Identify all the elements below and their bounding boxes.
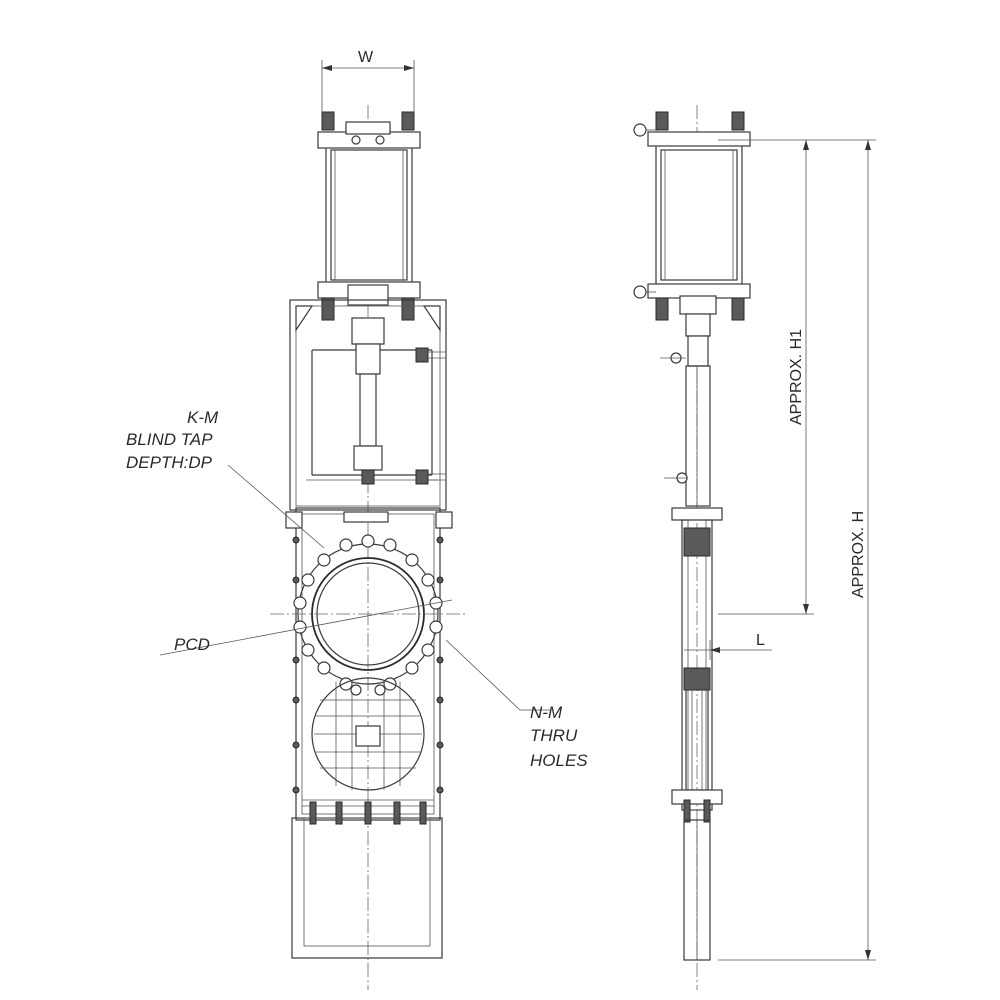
width-label: W bbox=[358, 49, 374, 66]
bottom-bolts bbox=[302, 799, 434, 825]
blind-tap-leader bbox=[227, 464, 325, 549]
blind-tap-annotation: K-M BLIND TAP DEPTH:DP bbox=[126, 408, 219, 472]
side-cylinder bbox=[633, 111, 751, 321]
thru-holes-annotation: N-M THRU HOLES bbox=[530, 703, 588, 770]
thru-holes-line-1: N-M bbox=[530, 703, 563, 722]
side-stem bbox=[660, 313, 711, 507]
gate-grid bbox=[314, 680, 422, 790]
side-bolts bbox=[292, 536, 444, 794]
flange-bolt-holes bbox=[293, 534, 443, 691]
side-valve-body bbox=[671, 507, 723, 823]
side-view: L APPROX. H1 APPROX. H bbox=[633, 105, 876, 990]
pcd-label: PCD bbox=[174, 635, 210, 654]
front-valve-body bbox=[270, 507, 466, 825]
h-label: APPROX. H bbox=[850, 511, 867, 598]
blind-tap-line-3: DEPTH:DP bbox=[126, 453, 213, 472]
blind-tap-line-2: BLIND TAP bbox=[126, 430, 213, 449]
front-gate-extension bbox=[291, 817, 443, 959]
thru-holes-line-2: THRU bbox=[530, 726, 578, 745]
front-cylinder bbox=[317, 111, 421, 321]
thru-holes-leader bbox=[445, 639, 550, 711]
front-view: W bbox=[126, 49, 588, 990]
front-stem bbox=[351, 317, 446, 485]
length-dimension: L bbox=[684, 632, 772, 660]
blind-tap-line-1: K-M bbox=[187, 408, 219, 427]
pcd-leader bbox=[159, 599, 453, 656]
width-dimension: W bbox=[321, 49, 415, 130]
h1-label: APPROX. H1 bbox=[788, 329, 805, 425]
h-dimension: APPROX. H bbox=[718, 139, 876, 961]
length-label: L bbox=[756, 632, 765, 649]
thru-holes-line-3: HOLES bbox=[530, 751, 588, 770]
h1-dimension: APPROX. H1 bbox=[718, 139, 814, 615]
